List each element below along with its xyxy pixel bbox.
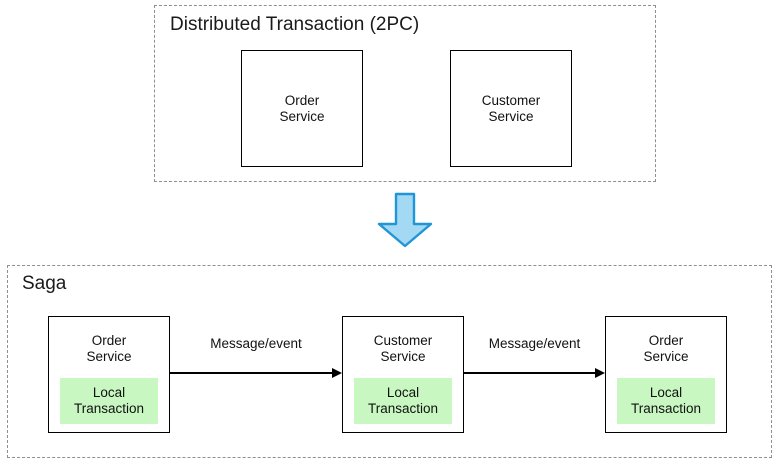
service-box-saga-customer-service[interactable]: Customer Service Local Transaction <box>342 316 464 433</box>
service-label-order-service-2pc: Order Service <box>279 92 325 124</box>
edge-label-message-event-1: Message/event <box>210 336 302 351</box>
service-box-saga-order-service-1[interactable]: Order Service Local Transaction <box>48 316 170 433</box>
service-box-customer-service-2pc[interactable]: Customer Service <box>450 50 572 167</box>
local-transaction-badge-3: Local Transaction <box>617 378 715 424</box>
service-label-saga-order-service-1: Order Service <box>86 333 132 364</box>
service-box-saga-order-service-2[interactable]: Order Service Local Transaction <box>605 316 727 433</box>
local-transaction-badge-1: Local Transaction <box>60 378 158 424</box>
flow-arrow-2 <box>464 367 605 379</box>
service-box-order-service-2pc[interactable]: Order Service <box>241 50 363 167</box>
service-label-saga-order-service-2: Order Service <box>643 333 689 364</box>
group-title-distributed-transaction: Distributed Transaction (2PC) <box>170 14 420 35</box>
flow-arrow-1 <box>170 367 342 379</box>
service-label-customer-service-2pc: Customer Service <box>481 92 541 124</box>
group-title-saga: Saga <box>22 273 67 294</box>
group-saga <box>7 265 772 458</box>
edge-label-message-event-2: Message/event <box>488 336 581 351</box>
down-arrow-icon <box>374 192 436 248</box>
group-distributed-transaction <box>154 5 656 182</box>
local-transaction-badge-2: Local Transaction <box>354 378 452 424</box>
service-label-saga-customer-service: Customer Service <box>373 333 433 364</box>
